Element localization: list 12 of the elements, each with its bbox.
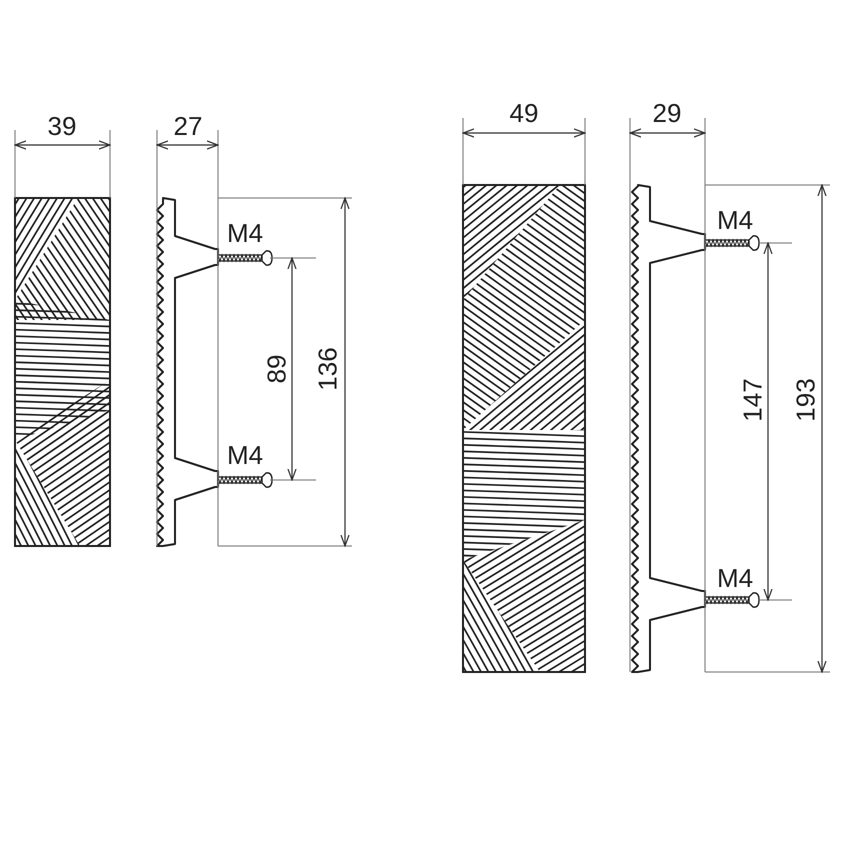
dimension-value: 136 [314, 347, 340, 391]
dimension-value: 89 [262, 354, 289, 384]
thread-size-label: M4 [717, 207, 754, 233]
dimension-value: 147 [739, 378, 766, 422]
thread-size-label: M4 [227, 442, 264, 468]
dimension-value: 39 [48, 113, 76, 139]
thread-size-label: M4 [227, 220, 264, 246]
dimension-value: 193 [792, 378, 818, 422]
dimension-value: 49 [510, 100, 538, 126]
thread-size-label: M4 [717, 565, 754, 591]
dimension-value: 29 [652, 100, 682, 126]
dimension-value: 27 [174, 113, 202, 139]
